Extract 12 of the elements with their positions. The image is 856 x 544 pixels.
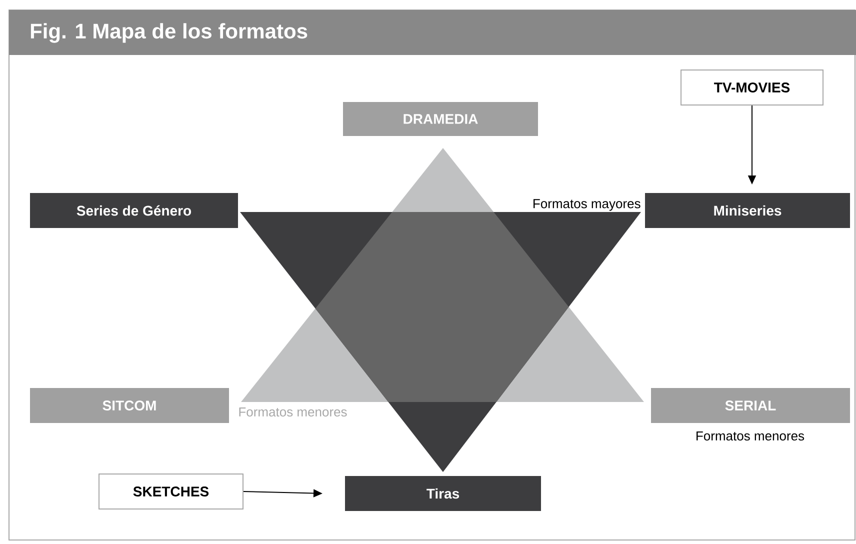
- format-box: DRAMEDIA: [343, 102, 538, 136]
- format-box: Tiras: [345, 476, 541, 511]
- format-box: SERIAL: [651, 388, 850, 423]
- format-box: Miniseries: [645, 193, 850, 228]
- format-note: Formatos menores: [239, 407, 347, 417]
- source-box: SKETCHES: [98, 474, 244, 510]
- format-note: Formatos mayores: [534, 199, 640, 211]
- format-box: SITCOM: [30, 388, 229, 423]
- title-band: Fig. 1 Mapa de los formatos: [9, 10, 856, 55]
- format-box: Series de Género: [30, 193, 238, 228]
- format-note: Formatos menores: [696, 431, 804, 441]
- source-box: TV-MOVIES: [680, 70, 824, 106]
